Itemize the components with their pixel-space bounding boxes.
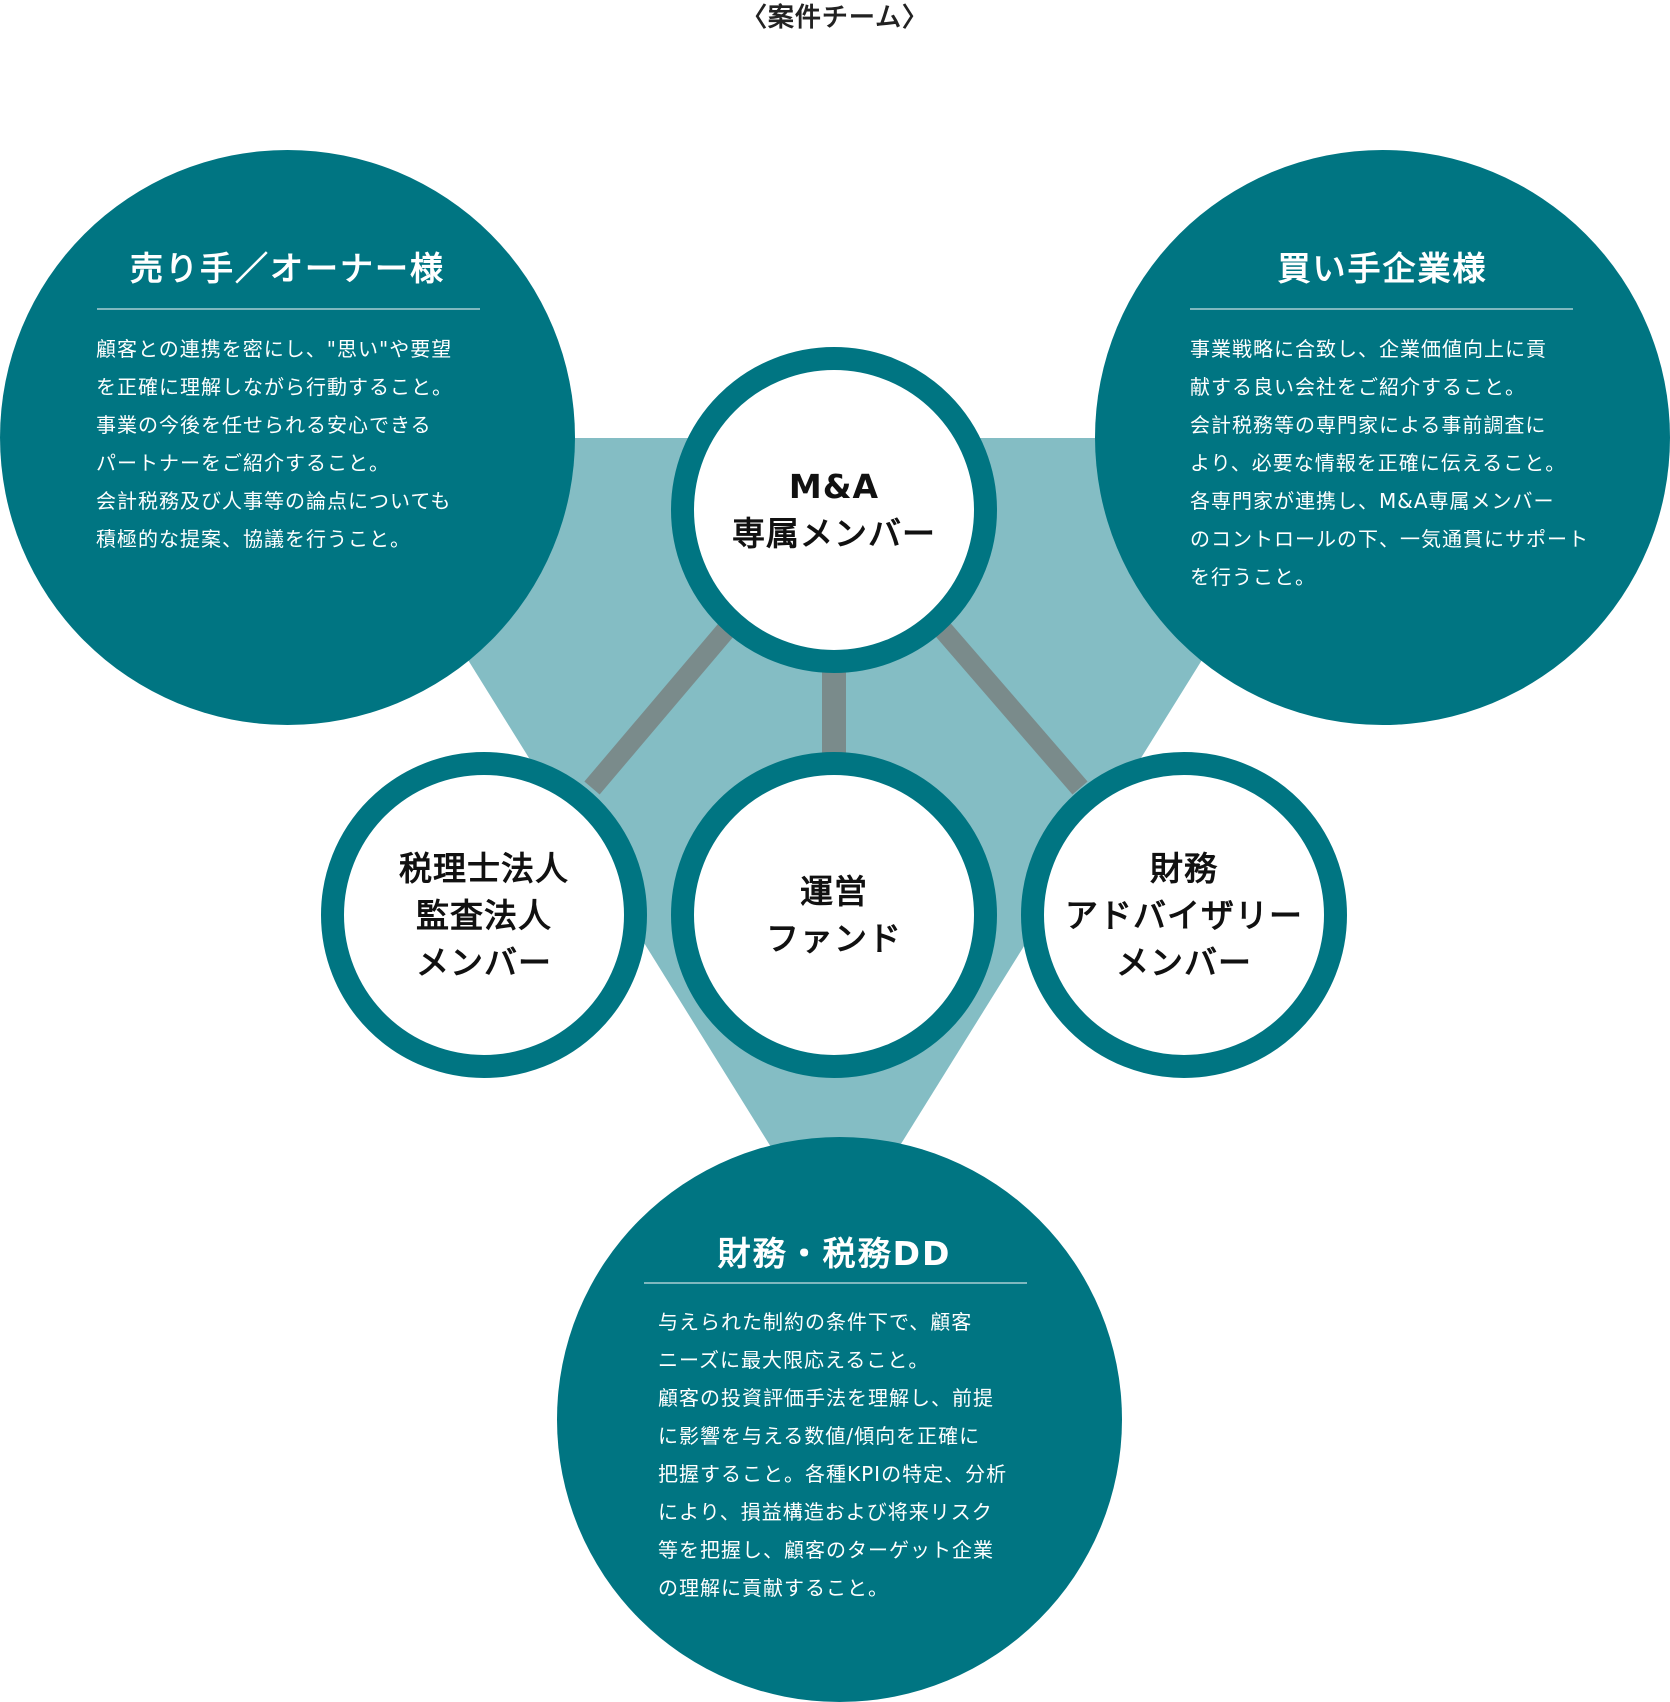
fund-label-line: ファンド bbox=[766, 919, 902, 958]
tax-member-label-line: 税理士法人 bbox=[399, 848, 569, 888]
dd-line: により、損益構造および将来リスク bbox=[658, 1500, 993, 1524]
buyer-circle: 買い手企業様 事業戦略に合致し、企業価値向上に貢 献する良い会社をご紹介すること… bbox=[1095, 150, 1670, 725]
fund-label-line: 運営 bbox=[800, 872, 868, 911]
seller-heading: 売り手／オーナー様 bbox=[130, 249, 445, 288]
seller-line: を正確に理解しながら行動すること。 bbox=[96, 375, 453, 399]
buyer-line: のコントロールの下、一気通貫にサポート bbox=[1190, 527, 1589, 551]
page-title: 〈案件チーム〉 bbox=[740, 3, 930, 33]
dd-line: ニーズに最大限応えること。 bbox=[658, 1348, 930, 1372]
dd-line: 顧客の投資評価手法を理解し、前提 bbox=[658, 1386, 994, 1410]
seller-circle: 売り手／オーナー様 顧客との連携を密にし、"思い"や要望 を正確に理解しながら行… bbox=[0, 150, 575, 725]
buyer-line: 事業戦略に合致し、企業価値向上に貢 bbox=[1190, 337, 1547, 361]
dd-divider bbox=[644, 1282, 1027, 1284]
dd-heading: 財務・税務DD bbox=[717, 1234, 952, 1273]
fund-circle: 運営 ファンド bbox=[671, 752, 997, 1078]
dd-description: 与えられた制約の条件下で、顧客 ニーズに最大限応えること。 顧客の投資評価手法を… bbox=[658, 1303, 1007, 1607]
ma-member-label-line: 専属メンバー bbox=[732, 514, 936, 553]
tax-audit-member-circle: 税理士法人 監査法人 メンバー bbox=[321, 752, 647, 1078]
seller-line: 事業の今後を任せられる安心できる bbox=[96, 413, 432, 437]
fa-member-label-line: メンバー bbox=[1116, 942, 1252, 982]
tax-member-label-line: 監査法人 bbox=[416, 895, 552, 935]
buyer-divider bbox=[1190, 308, 1573, 310]
tax-member-label-line: メンバー bbox=[416, 942, 552, 982]
fa-member-label-line: 財務 bbox=[1150, 848, 1218, 888]
fa-member-label-line: アドバイザリー bbox=[1065, 895, 1303, 935]
seller-line: 積極的な提案、協議を行うこと。 bbox=[96, 527, 411, 551]
fa-member-circle: 財務 アドバイザリー メンバー bbox=[1021, 752, 1347, 1078]
buyer-heading: 買い手企業様 bbox=[1277, 249, 1488, 288]
dd-circle: 財務・税務DD 与えられた制約の条件下で、顧客 ニーズに最大限応えること。 顧客… bbox=[557, 1137, 1122, 1702]
seller-line: 顧客との連携を密にし、"思い"や要望 bbox=[96, 337, 453, 361]
dd-line: に影響を与える数値/傾向を正確に bbox=[658, 1424, 981, 1448]
dd-line: 把握すること。各種KPIの特定、分析 bbox=[658, 1462, 1008, 1486]
buyer-description: 事業戦略に合致し、企業価値向上に貢 献する良い会社をご紹介すること。 会計税務等… bbox=[1190, 330, 1589, 596]
buyer-line: より、必要な情報を正確に伝えること。 bbox=[1190, 451, 1567, 475]
connector-ma-to-tax bbox=[584, 610, 745, 795]
seller-line: 会計税務及び人事等の論点についても bbox=[96, 489, 452, 513]
dd-line: 与えられた制約の条件下で、顧客 bbox=[658, 1310, 973, 1334]
dd-line: 等を把握し、顧客のターゲット企業 bbox=[658, 1538, 994, 1562]
buyer-line: 会計税務等の専門家による事前調査に bbox=[1190, 413, 1547, 437]
buyer-line: 各専門家が連携し、M&A専属メンバー bbox=[1190, 489, 1555, 513]
seller-divider bbox=[97, 308, 480, 310]
dd-line: の理解に貢献すること。 bbox=[658, 1576, 889, 1600]
seller-description: 顧客との連携を密にし、"思い"や要望 を正確に理解しながら行動すること。 事業の… bbox=[96, 330, 453, 558]
buyer-line: 献する良い会社をご紹介すること。 bbox=[1190, 375, 1526, 399]
ma-member-circle: M&A 専属メンバー bbox=[671, 347, 997, 673]
ma-member-label-line: M&A bbox=[788, 467, 880, 506]
seller-line: パートナーをご紹介すること。 bbox=[96, 451, 390, 475]
buyer-line: を行うこと。 bbox=[1190, 565, 1316, 589]
connector-ma-to-fa bbox=[924, 610, 1088, 795]
